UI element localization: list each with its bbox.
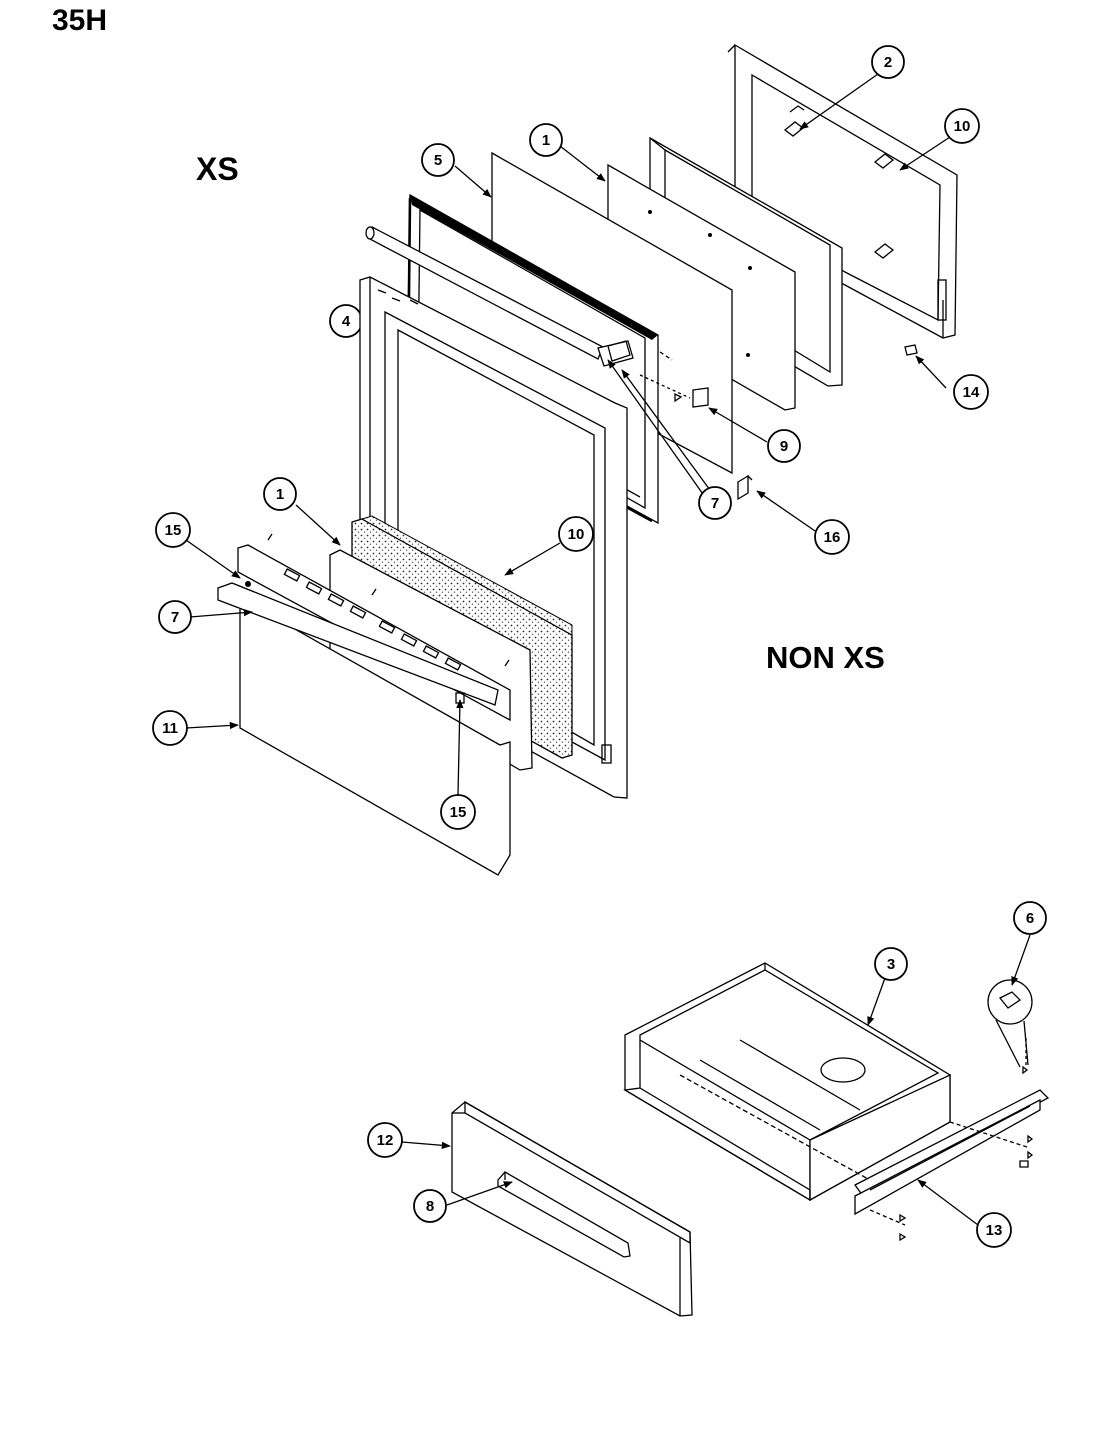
svg-text:7: 7 [711, 495, 719, 512]
callout-nonxs-7: 7 [158, 600, 192, 634]
callout-drawer-8: 8 [413, 1189, 447, 1223]
callout-drawer-12: 12 [367, 1122, 403, 1158]
drawer-front [451, 1100, 693, 1317]
callout-xs-9: 9 [767, 429, 801, 463]
drawer-stop-clip [987, 979, 1033, 1068]
callout-nonxs-11: 11 [152, 710, 188, 746]
callout-xs-1: 1 [529, 123, 563, 157]
svg-text:4: 4 [342, 313, 351, 330]
svg-text:10: 10 [954, 118, 971, 135]
svg-text:13: 13 [986, 1222, 1003, 1239]
svg-text:1: 1 [276, 486, 284, 503]
svg-text:15: 15 [450, 804, 467, 821]
section-non-xs-label: NON XS [766, 640, 885, 675]
svg-text:9: 9 [780, 438, 788, 455]
xs-leaders [361, 73, 951, 534]
callout-nonxs-15a: 15 [155, 512, 191, 548]
small-clip [904, 344, 918, 356]
section-xs-label: XS [196, 151, 239, 187]
callout-nonxs-1: 1 [263, 477, 297, 511]
svg-text:1: 1 [542, 132, 550, 149]
svg-text:6: 6 [1026, 910, 1034, 927]
svg-text:12: 12 [377, 1132, 394, 1149]
non-xs-leaders [185, 504, 561, 796]
svg-text:7: 7 [171, 609, 179, 626]
callout-xs-5: 5 [421, 143, 455, 177]
svg-text:2: 2 [884, 54, 892, 71]
callout-nonxs-15b: 15 [440, 794, 476, 830]
callout-nonxs-10: 10 [558, 516, 594, 552]
drawer-rail [854, 1089, 1050, 1226]
svg-text:16: 16 [824, 529, 841, 546]
drawer-leaders [401, 934, 1031, 1226]
svg-text:3: 3 [887, 956, 895, 973]
svg-text:5: 5 [434, 152, 442, 169]
callout-xs-4: 4 [329, 304, 363, 338]
glass-retainer-clip [639, 374, 709, 408]
callout-xs-14: 14 [953, 374, 989, 410]
drawer-assembly [451, 962, 1050, 1317]
svg-text:11: 11 [162, 720, 178, 737]
svg-text:8: 8 [426, 1198, 434, 1215]
svg-text:14: 14 [963, 384, 980, 401]
callout-drawer-3: 3 [874, 947, 908, 981]
model-label: 35H [52, 4, 107, 37]
door-handle [365, 226, 634, 367]
svg-text:15: 15 [165, 522, 182, 539]
callout-xs-7: 7 [698, 486, 732, 520]
callout-drawer-13: 13 [976, 1212, 1012, 1248]
hinge-bracket [737, 474, 753, 501]
callout-xs-10: 10 [944, 108, 980, 144]
callout-xs-2: 2 [871, 45, 905, 79]
callout-drawer-6: 6 [1013, 901, 1047, 935]
non-xs-door-assembly [217, 276, 628, 876]
callout-xs-16: 16 [814, 519, 850, 555]
svg-text:10: 10 [568, 526, 585, 543]
drawer-box [623, 962, 951, 1202]
